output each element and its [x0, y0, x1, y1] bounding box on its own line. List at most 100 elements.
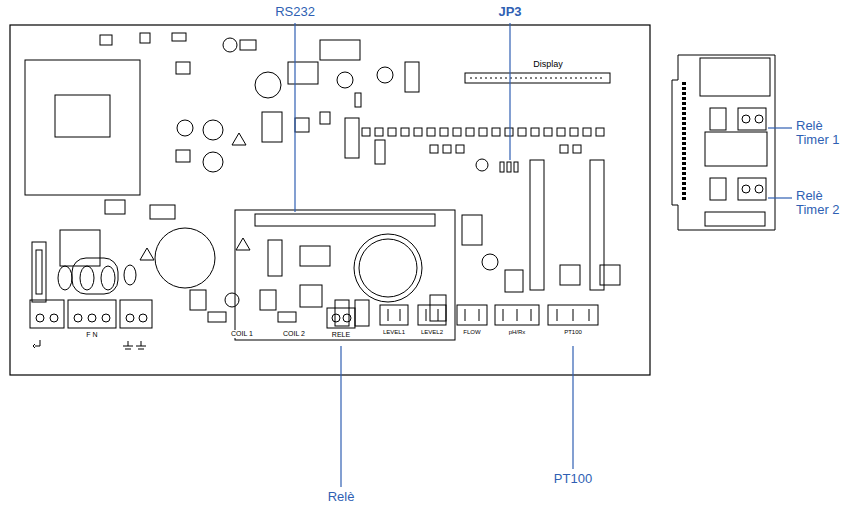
screw [742, 115, 750, 123]
capacitor [337, 72, 353, 88]
capacitor [225, 293, 239, 307]
connector [418, 305, 446, 325]
connector [457, 305, 487, 325]
component [80, 266, 94, 290]
warning-symbol [232, 133, 246, 145]
screw [332, 314, 340, 322]
screw [102, 314, 110, 322]
component [288, 62, 318, 84]
connector [380, 305, 408, 325]
silkscreen-label: Display [533, 60, 563, 70]
rs232-connector [255, 214, 435, 226]
callout-label: Relè Timer 2 [796, 189, 852, 218]
screw [50, 314, 58, 322]
component [278, 312, 296, 322]
component [60, 230, 100, 266]
display-header [465, 73, 610, 83]
rs232-module [235, 210, 455, 340]
terminal-symbols [33, 340, 146, 349]
silkscreen-label: PT100 [564, 329, 582, 336]
silkscreen-label: LEVEL2 [421, 329, 443, 336]
terminal-block [30, 300, 64, 328]
transformer [25, 60, 140, 195]
coin-cell [354, 234, 422, 302]
component [320, 112, 330, 124]
silkscreen-label: pH/Rx [509, 329, 526, 336]
component [124, 265, 136, 285]
screw [36, 314, 44, 322]
component [300, 285, 322, 307]
transistor [260, 290, 276, 310]
timer-board-outline [672, 55, 775, 230]
component [176, 150, 190, 162]
callout-label: Relè Timer 1 [796, 119, 852, 148]
warning-symbol [140, 248, 154, 260]
ic-socket [530, 160, 544, 290]
fuse-holder [32, 242, 46, 302]
ic-socket [590, 160, 604, 290]
inductor [72, 258, 118, 294]
component [208, 312, 226, 322]
screw [88, 314, 96, 322]
component [705, 212, 765, 226]
callout-label: Relè [328, 490, 355, 504]
capacitor [476, 159, 488, 171]
jumper [500, 162, 504, 172]
component [172, 33, 186, 41]
jumper [514, 162, 518, 172]
component [600, 265, 620, 285]
component [300, 246, 330, 266]
component [375, 140, 385, 164]
capacitor [155, 228, 215, 288]
leader-lines [295, 23, 792, 487]
component [262, 112, 282, 142]
capacitor [177, 120, 193, 136]
fuse [36, 250, 42, 294]
capacitor [203, 152, 223, 172]
transformer-core [55, 95, 110, 137]
header-pins [470, 78, 605, 79]
component [268, 240, 282, 276]
silkscreen-label: LEVEL1 [383, 329, 405, 336]
screw [742, 185, 750, 193]
callout-label: PT100 [554, 472, 592, 486]
callout-label: RS232 [275, 5, 315, 19]
component [240, 40, 256, 50]
component [320, 40, 360, 60]
jumper [507, 162, 511, 172]
transistor [190, 290, 206, 310]
terminal-block [327, 308, 355, 328]
screw [139, 314, 147, 322]
relay [705, 132, 767, 166]
silkscreen-label: COIL 2 [282, 330, 306, 338]
screw [755, 185, 763, 193]
component [100, 35, 112, 45]
silkscreen-label: FLOW [463, 329, 480, 336]
component [710, 108, 726, 130]
screw [74, 314, 82, 322]
capacitor [482, 254, 498, 270]
terminal-block [738, 108, 766, 130]
component [560, 265, 580, 285]
silkscreen-label: RELE [332, 331, 350, 339]
component [295, 118, 309, 132]
capacitor [203, 120, 223, 140]
component [58, 266, 72, 290]
component [345, 118, 359, 158]
component [505, 270, 523, 292]
terminal-block [738, 178, 766, 200]
silkscreen-label: F N [86, 331, 97, 339]
component [405, 62, 419, 92]
component [105, 200, 125, 214]
component [462, 215, 482, 245]
coin-cell [359, 239, 417, 297]
connector-pins [388, 309, 589, 321]
component [101, 266, 115, 290]
relay [700, 58, 770, 96]
silkscreen-label: COIL 1 [230, 330, 254, 338]
component [140, 33, 150, 43]
component-row [362, 128, 604, 153]
component [150, 205, 175, 219]
